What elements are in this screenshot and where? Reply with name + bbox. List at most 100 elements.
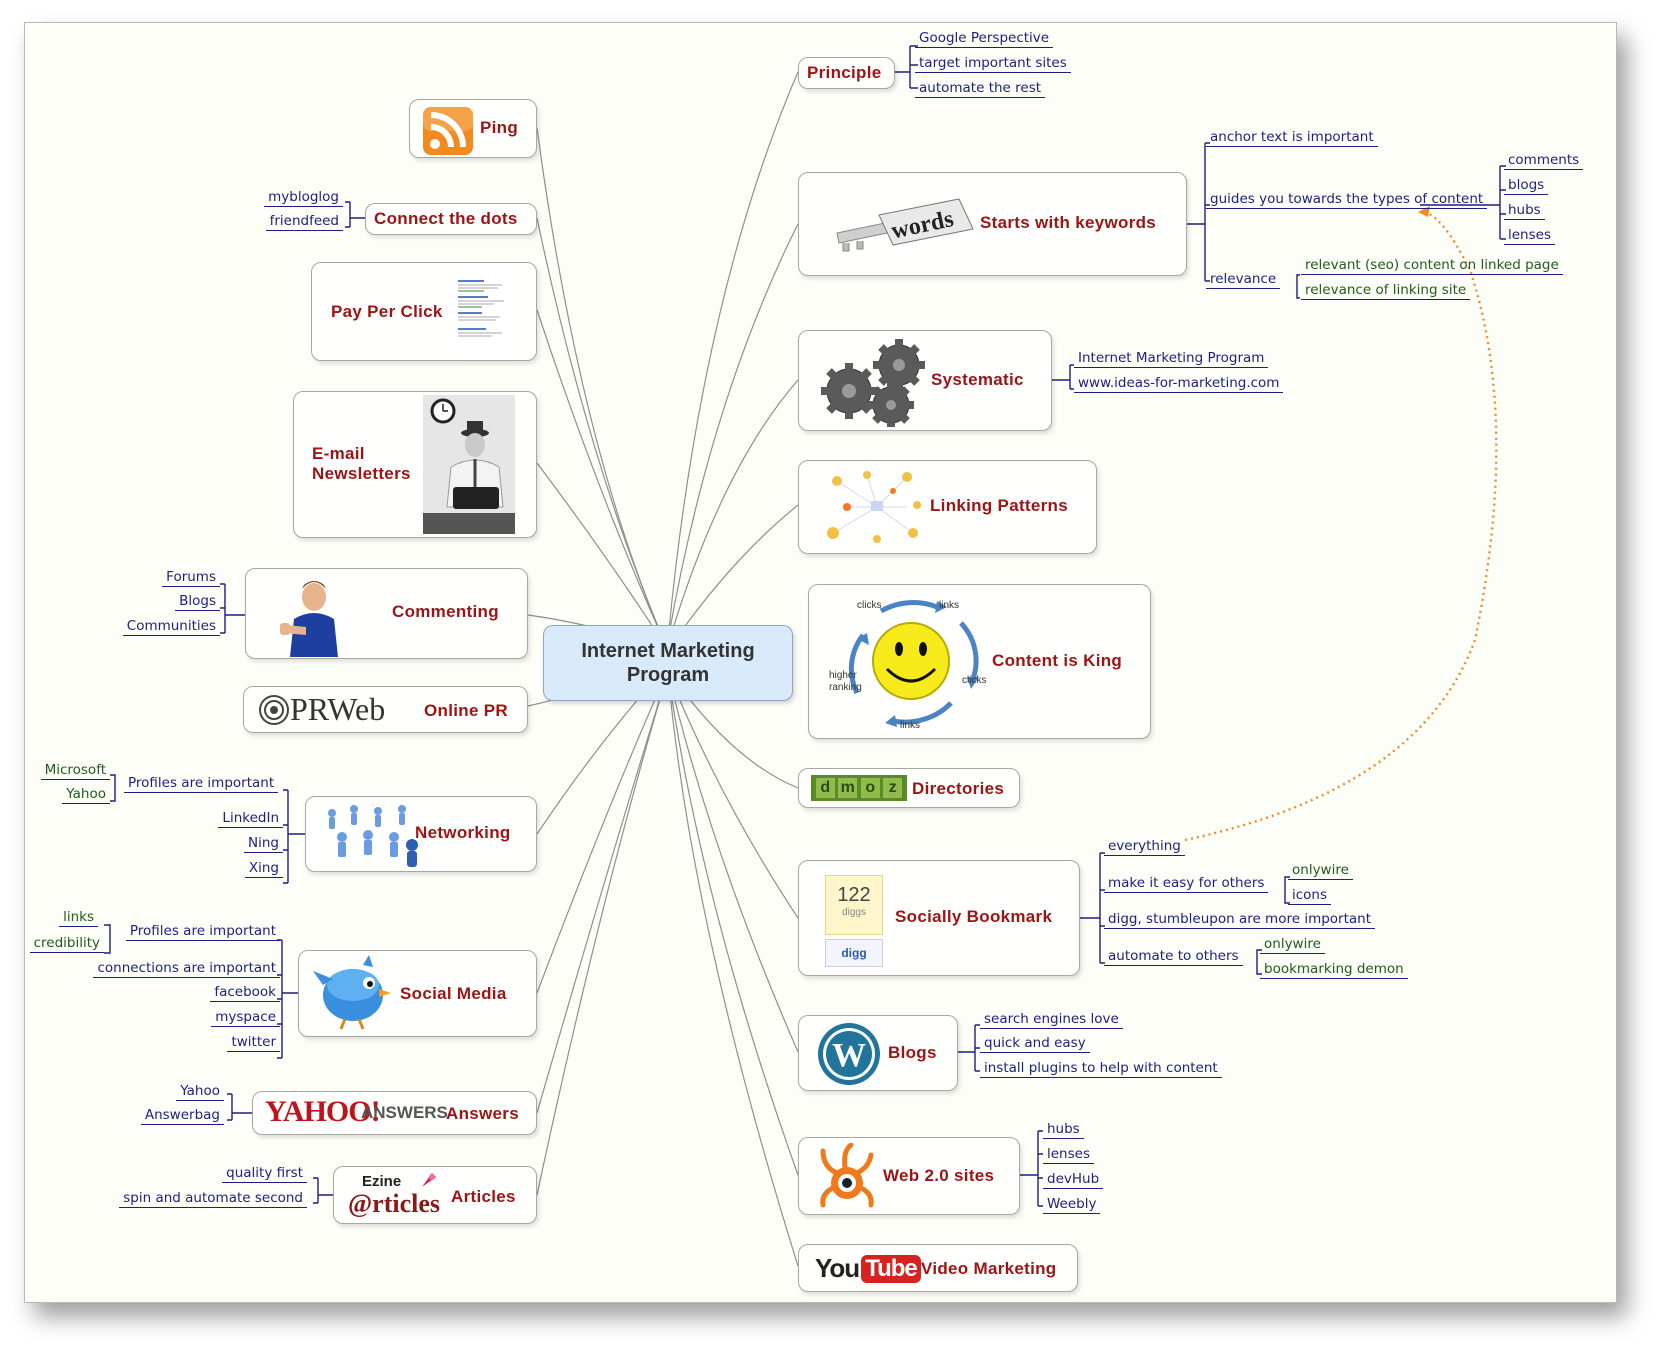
digg-count: 122 [837,884,871,906]
leaf-comments[interactable]: comments [1504,153,1584,170]
leaf-onlywire-2[interactable]: onlywire [1260,937,1325,954]
node-socially-bookmark[interactable]: 122 diggs digg Socially Bookmark [798,860,1080,976]
leaf-install-plugins[interactable]: install plugins to help with content [980,1061,1222,1078]
node-online-pr[interactable]: PRWeb Online PR [243,686,528,733]
leaf-xing[interactable]: Xing [244,861,283,878]
node-commenting-label: Commenting [392,602,499,621]
leaf-blogs[interactable]: Blogs [175,594,220,611]
youtube-logo-you: You [815,1253,860,1283]
link-network-diagram [827,471,921,543]
leaf-yahoo[interactable]: Yahoo [62,787,110,804]
node-content-is-king[interactable]: clicks links clicks links higher ranking… [808,584,1151,739]
leaf-microsoft[interactable]: Microsoft [40,763,110,780]
people-network-image [328,805,418,867]
leaf-google-perspective[interactable]: Google Perspective [915,31,1054,48]
leaf-links[interactable]: links [59,910,98,927]
twitter-bird-icon [313,955,391,1030]
leaf-onlywire-1[interactable]: onlywire [1288,863,1353,880]
node-principle-label: Principle [807,63,882,82]
leaf-linkedin[interactable]: LinkedIn [218,811,283,828]
leaf-target-sites[interactable]: target important sites [915,56,1071,73]
leaf-quick-easy[interactable]: quick and easy [980,1036,1090,1053]
node-answers[interactable]: YAHOO! ANSWERS Answers [252,1091,537,1135]
leaf-weebly[interactable]: Weebly [1043,1197,1101,1214]
node-social-media[interactable]: Social Media [298,950,537,1037]
node-directories[interactable]: d m o z Directories [798,768,1020,808]
leaf-automate-rest[interactable]: automate the rest [915,81,1046,98]
node-social-label: Social Media [400,984,507,1003]
leaf-facebook[interactable]: facebook [210,985,280,1002]
leaf-icons[interactable]: icons [1288,888,1332,905]
node-principle[interactable]: Principle [798,57,895,89]
node-keywords-label: Starts with keywords [980,213,1157,232]
leaf-lenses[interactable]: lenses [1043,1147,1094,1164]
yahoo-logo: YAHOO! [265,1095,381,1128]
node-connect-label: Connect the dots [374,209,518,228]
leaf-answerbag[interactable]: Answerbag [140,1108,224,1125]
central-topic[interactable]: Internet Marketing Program [543,625,793,701]
leaf-forums[interactable]: Forums [162,570,220,587]
node-systematic[interactable]: Systematic [798,330,1052,431]
leaf-make-easy[interactable]: make it easy for others [1104,876,1269,893]
leaf-hubs[interactable]: hubs [1043,1122,1084,1139]
leaf-relevance-linking[interactable]: relevance of linking site [1301,283,1471,300]
leaf-yahoo-answers[interactable]: Yahoo [176,1084,224,1101]
wordpress-logo-icon: W [818,1023,880,1085]
node-video-marketing[interactable]: You Tube Video Marketing [798,1244,1078,1292]
node-email-newsletters[interactable]: E-mail Newsletters [293,391,537,538]
node-networking[interactable]: Networking [305,796,537,872]
leaf-communities[interactable]: Communities [122,619,220,636]
leaf-automate-others[interactable]: automate to others [1104,949,1243,966]
node-linking-patterns[interactable]: Linking Patterns [798,460,1097,554]
leaf-bookmarking-demon[interactable]: bookmarking demon [1260,962,1408,979]
leaf-myspace[interactable]: myspace [211,1010,280,1027]
node-ping[interactable]: Ping [409,99,537,158]
leaf-relevant-seo[interactable]: relevant (seo) content on linked page [1301,258,1563,275]
leaf-mybloglog[interactable]: mybloglog [264,190,343,207]
leaf-imp[interactable]: Internet Marketing Program [1074,351,1269,368]
yahoo-answers-sub: ANSWERS [361,1103,448,1122]
leaf-hubs-type[interactable]: hubs [1504,203,1545,220]
leaf-search-engines-love[interactable]: search engines love [980,1012,1123,1029]
leaf-digg-stumbleupon[interactable]: digg, stumbleupon are more important [1104,912,1376,929]
cycle-label-links-top: links [939,600,960,611]
words-key-image: words [836,198,974,252]
node-keywords[interactable]: words Starts with keywords [798,172,1187,276]
leaf-connections-important[interactable]: connections are important [93,961,280,978]
node-connect-the-dots[interactable]: Connect the dots [365,203,537,235]
cycle-label-clicks-top: clicks [857,600,882,611]
central-topic-label: Internet Marketing Program [581,640,755,686]
leaf-blogs-type[interactable]: blogs [1504,178,1549,195]
dmoz-letter-o: o [860,778,880,798]
node-linking-label: Linking Patterns [930,496,1068,515]
gears-icon [821,339,925,427]
node-web20[interactable]: Web 2.0 sites [798,1137,1020,1215]
leaf-anchor-text[interactable]: anchor text is important [1206,130,1378,147]
cycle-label-links-bottom: links [900,720,921,731]
node-commenting[interactable]: Commenting [245,568,528,659]
leaf-profiles-important[interactable]: Profiles are important [124,776,279,793]
node-blogs[interactable]: W Blogs [798,1015,958,1091]
leaf-quality-first[interactable]: quality first [222,1166,307,1183]
leaf-guides-content[interactable]: guides you towards the types of content [1206,192,1488,209]
leaf-lenses-type[interactable]: lenses [1504,228,1555,245]
leaf-relevance[interactable]: relevance [1206,272,1281,289]
leaf-friendfeed[interactable]: friendfeed [265,214,343,231]
dmoz-letter-m: m [838,778,858,798]
leaf-credibility[interactable]: credibility [29,936,104,953]
node-onlinepr-label: Online PR [424,701,508,720]
leaf-profiles-important-2[interactable]: Profiles are important [125,924,280,941]
leaf-ideas-url[interactable]: www.ideas-for-marketing.com [1074,376,1284,393]
digg-button: digg [825,939,883,967]
leaf-twitter[interactable]: twitter [227,1035,280,1052]
node-articles[interactable]: Ezine @rticles Articles [333,1166,537,1224]
leaf-everything[interactable]: everything [1104,839,1185,856]
leaf-devhub[interactable]: devHub [1043,1172,1104,1189]
node-systematic-label: Systematic [931,370,1024,389]
node-email-label: E-mail Newsletters [312,444,411,483]
node-video-label: Video Marketing [921,1259,1057,1278]
search-results-thumbnail [454,269,512,355]
leaf-ning[interactable]: Ning [244,836,283,853]
node-pay-per-click[interactable]: Pay Per Click [311,262,537,361]
leaf-spin-automate[interactable]: spin and automate second [119,1191,307,1208]
